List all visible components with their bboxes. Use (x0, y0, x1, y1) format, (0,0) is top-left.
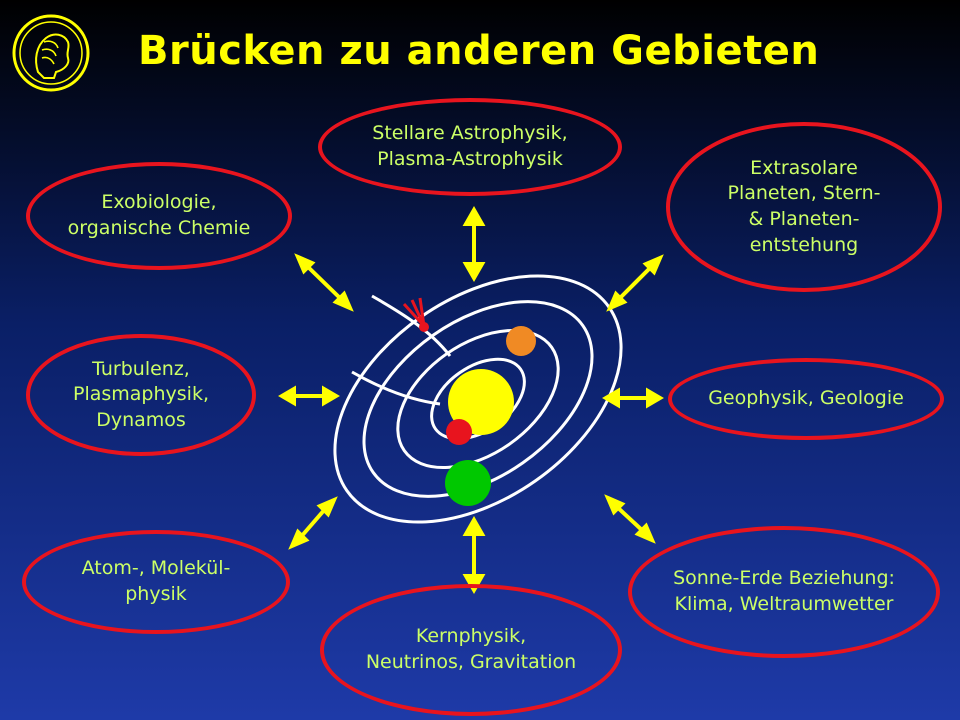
planet-red-icon (446, 419, 472, 445)
bubble-sonne-erde: Sonne-Erde Beziehung: Klima, Weltraumwet… (628, 526, 940, 658)
bubble-stellar-astrophysik: Stellare Astrophysik, Plasma-Astrophysik (318, 98, 622, 196)
comet-orbit (371, 294, 452, 357)
max-planck-logo-icon (12, 14, 90, 92)
orbit-3 (362, 300, 594, 498)
arrow-atom (288, 496, 338, 550)
sun-icon (448, 369, 514, 435)
planet-orange-icon (506, 326, 536, 356)
arrow-exobio (294, 253, 354, 312)
bubble-extrasolare-planeten: Extrasolare Planeten, Stern- & Planeten-… (666, 122, 942, 292)
arrow-geophysik (602, 387, 664, 409)
arrow-kernphysik (462, 515, 486, 595)
bubble-geophysik: Geophysik, Geologie (668, 358, 944, 440)
arrow-sonne-erde (604, 494, 656, 544)
page-title: Brücken zu anderen Gebieten (138, 28, 820, 74)
orbit-2 (396, 328, 560, 470)
arrow-stellar (462, 205, 486, 283)
arrows (278, 205, 664, 595)
comet-icon (402, 297, 429, 332)
orbits (333, 274, 623, 524)
planet-green-icon (445, 460, 491, 506)
comet-orbit-lower (351, 370, 441, 406)
bubble-atom-molekuel: Atom-, Molekül- physik (22, 530, 290, 634)
arrow-turbulenz (278, 385, 340, 407)
arrow-extrasolar (606, 254, 664, 312)
bubble-turbulenz: Turbulenz, Plasmaphysik, Dynamos (26, 334, 256, 456)
bubble-kernphysik: Kernphysik, Neutrinos, Gravitation (320, 584, 622, 716)
bubble-exobiologie: Exobiologie, organische Chemie (26, 162, 292, 270)
